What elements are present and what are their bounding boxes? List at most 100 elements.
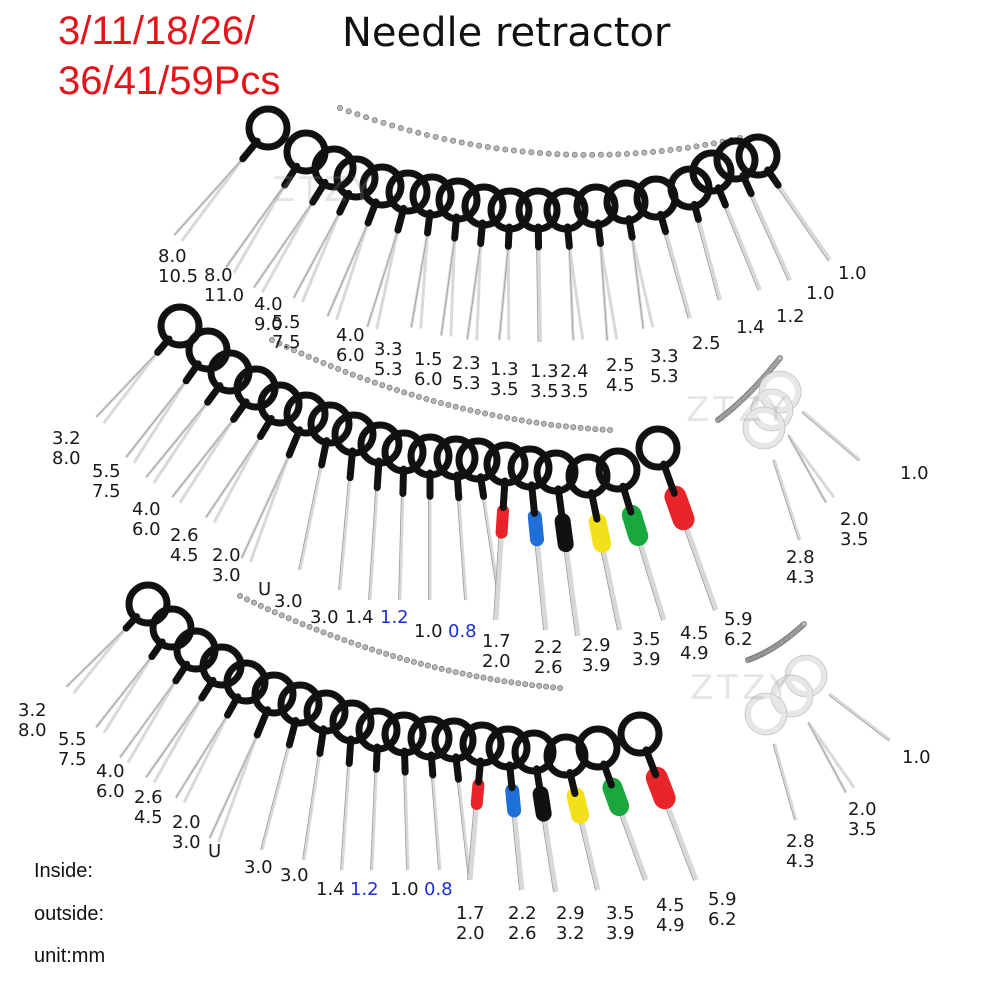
handle-ring bbox=[431, 717, 477, 763]
size-label-line-1: 1.0 bbox=[390, 879, 419, 900]
ball-chain-link bbox=[615, 151, 622, 158]
metal-prong bbox=[419, 232, 430, 329]
metal-prong-edge bbox=[171, 419, 234, 498]
metal-pin bbox=[749, 192, 792, 281]
size-label-line-1: 0.8 bbox=[424, 879, 453, 900]
ball-chain-link bbox=[554, 151, 561, 158]
size-label-line-1: 2.2 bbox=[508, 903, 537, 924]
ball-chain-link bbox=[437, 399, 444, 406]
ball-chain-link bbox=[276, 340, 283, 347]
colored-sleeve bbox=[645, 766, 676, 810]
ball-chain-link bbox=[336, 105, 343, 112]
size-label-line-1: 2.0 bbox=[840, 509, 869, 530]
ball-chain-link bbox=[371, 117, 378, 124]
metal-prong-edge bbox=[327, 222, 369, 317]
size-label: 1.2 bbox=[380, 608, 409, 628]
ball-chain-link bbox=[484, 144, 491, 151]
ball-chain-link bbox=[369, 646, 376, 653]
metal-prong-edge bbox=[631, 237, 644, 329]
size-label-line-2: 7.5 bbox=[92, 481, 121, 502]
ball-chain-link bbox=[650, 148, 657, 155]
size-label-line-2: 4.3 bbox=[786, 567, 815, 588]
metal-prong bbox=[300, 211, 342, 303]
size-label-line-1: 5.9 bbox=[708, 889, 737, 910]
ball-chain-link bbox=[526, 418, 533, 425]
ball-chain-link bbox=[607, 426, 614, 433]
size-label: 0.8 bbox=[448, 622, 477, 642]
metal-prong bbox=[475, 243, 483, 341]
handle-ring bbox=[307, 401, 353, 447]
ball-chain-link bbox=[597, 151, 604, 158]
size-label: 1.4 bbox=[345, 608, 374, 628]
size-label-line-2: 11.0 bbox=[204, 285, 245, 306]
metal-prong bbox=[807, 721, 856, 789]
ball-chain-link bbox=[529, 682, 536, 689]
size-label-line-1: 4.0 bbox=[254, 294, 283, 315]
metal-prong-edge bbox=[440, 238, 456, 336]
metal-pin-edge bbox=[772, 459, 799, 541]
size-label-line-2: 3.2 bbox=[556, 923, 585, 944]
handle-ring bbox=[433, 435, 479, 481]
metal-prong bbox=[72, 627, 128, 695]
size-label-line-2: 3.5 bbox=[848, 819, 877, 840]
ball-chain-link bbox=[257, 602, 264, 609]
ball-chain-link bbox=[291, 347, 298, 354]
metal-pin bbox=[368, 487, 379, 601]
metal-prong-edge bbox=[225, 184, 286, 268]
ball-chain-link bbox=[445, 667, 452, 674]
ball-chain-link bbox=[571, 151, 578, 158]
colored-sleeve bbox=[554, 513, 574, 553]
ball-chain-link bbox=[320, 629, 327, 636]
metal-prong-edge bbox=[125, 380, 187, 458]
size-label-line-2: 2.6 bbox=[534, 657, 563, 678]
ball-chain-link bbox=[466, 671, 473, 678]
ball-chain-link bbox=[380, 119, 387, 126]
ball-chain-link bbox=[452, 403, 459, 410]
size-label: 2.5 bbox=[692, 334, 721, 354]
ball-chain-link bbox=[562, 423, 569, 430]
ball-chain-link bbox=[415, 393, 422, 400]
handle-ring bbox=[381, 711, 427, 757]
size-label-line-1: 2.0 bbox=[212, 545, 241, 566]
ball-chain-link bbox=[335, 365, 342, 372]
handle-ring bbox=[331, 411, 377, 457]
ball-chain-link bbox=[511, 416, 518, 423]
size-label-line-1: 3.5 bbox=[632, 629, 661, 650]
ball-chain-link bbox=[430, 398, 437, 405]
size-label: 3.0 bbox=[244, 858, 273, 878]
ball-chain-link bbox=[550, 684, 557, 691]
ball-chain-link bbox=[555, 422, 562, 429]
metal-pin-edge bbox=[368, 487, 377, 600]
metal-pin bbox=[828, 692, 891, 742]
handle-ring bbox=[635, 425, 681, 471]
handle-ring bbox=[743, 407, 785, 449]
ball-chain-link bbox=[278, 612, 285, 619]
metal-prong-edge bbox=[96, 352, 158, 418]
ball-chain-link bbox=[264, 606, 271, 613]
ball-chain-link bbox=[236, 593, 243, 600]
handle-ring bbox=[251, 671, 297, 717]
size-label-line-2: 7.5 bbox=[58, 749, 87, 770]
metal-pin-edge bbox=[828, 694, 890, 742]
size-label-line-1: 8.0 bbox=[158, 246, 187, 267]
metal-pin-edge bbox=[748, 194, 789, 281]
size-label-line-2: 4.5 bbox=[606, 375, 635, 396]
metal-pin-edge bbox=[456, 497, 465, 601]
metal-pin bbox=[663, 231, 692, 319]
ball-chain-link bbox=[710, 140, 717, 147]
ball-chain-link bbox=[396, 655, 403, 662]
size-label-line-2: 3.9 bbox=[632, 649, 661, 670]
size-label-line-2: 6.0 bbox=[96, 781, 125, 802]
size-label-line-2: 3.0 bbox=[172, 832, 201, 853]
handle-ring bbox=[573, 183, 619, 229]
legend-inside: Inside: bbox=[34, 860, 93, 882]
size-label-line-1: 5.9 bbox=[724, 609, 753, 630]
metal-prong-edge bbox=[66, 627, 127, 688]
